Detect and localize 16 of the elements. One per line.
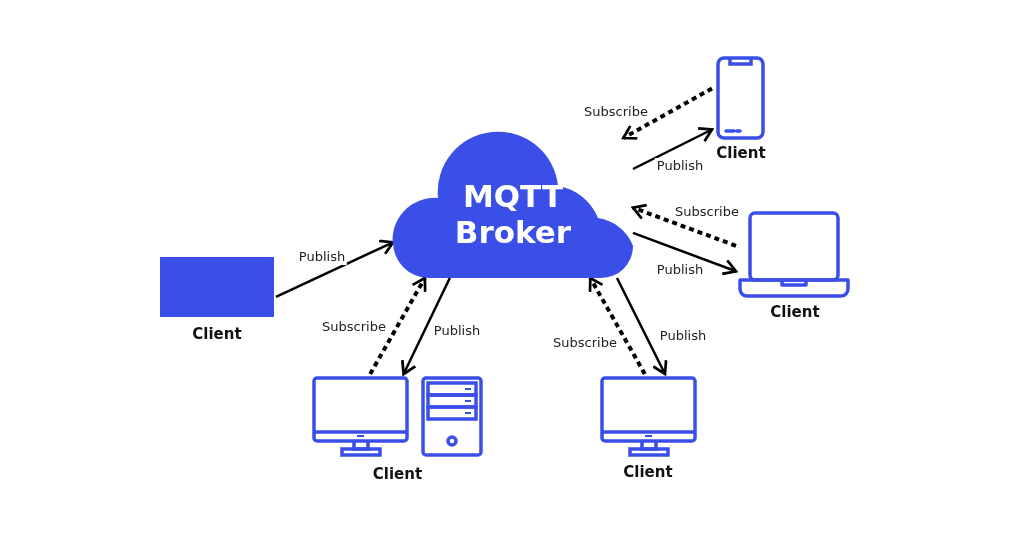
arrow [401,277,451,376]
client-label: Client [716,144,766,162]
arrow [368,276,427,375]
arrow [588,276,647,375]
arrow [632,127,714,171]
client-label: Client [623,463,673,481]
arrow [615,277,668,376]
client-label: Client [372,465,423,483]
arrow [622,86,713,140]
client-label: Client [770,303,820,321]
client-node [598,374,698,480]
client-label: Client [192,325,242,343]
arrow [275,239,395,298]
broker-title: MQTT Broker [453,178,573,250]
arrow [631,203,737,248]
arrow [632,231,738,276]
